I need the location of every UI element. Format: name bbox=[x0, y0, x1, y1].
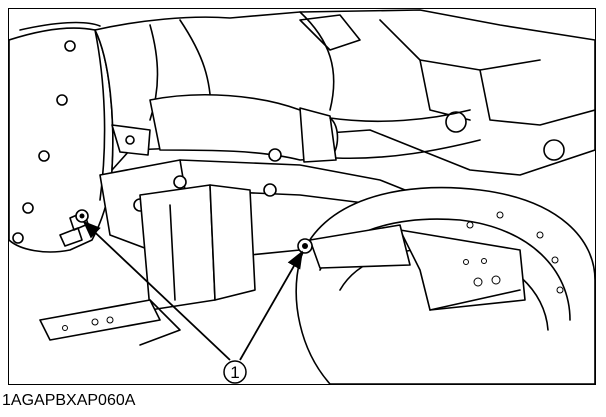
figure-code: 1AGAPBXAP060A bbox=[2, 392, 136, 409]
mounting-bracket bbox=[111, 124, 151, 156]
front-bracket bbox=[39, 184, 256, 346]
support-strut bbox=[297, 224, 411, 269]
drain-plug-left bbox=[75, 209, 89, 223]
pipe bbox=[149, 94, 481, 163]
callout-marker: 1 bbox=[223, 360, 247, 384]
axle-bracket bbox=[399, 229, 526, 311]
callout-leaders bbox=[82, 220, 303, 361]
callout-number: 1 bbox=[230, 363, 239, 382]
flywheel-housing bbox=[9, 21, 114, 253]
